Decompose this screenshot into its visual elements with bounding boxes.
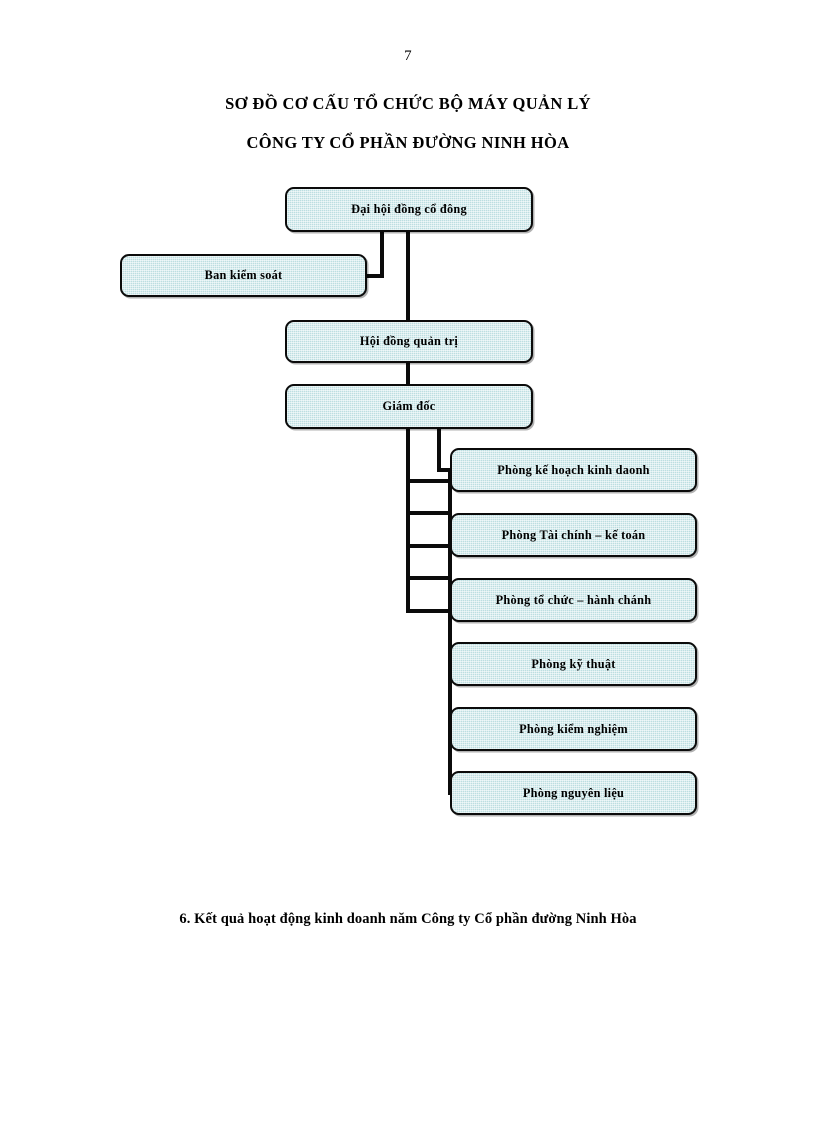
node-phong-to-chuc-hanh-chanh[interactable]: Phòng tổ chức – hành chánh <box>450 578 697 622</box>
node-ban-kiem-soat[interactable]: Ban kiểm soát <box>120 254 367 297</box>
node-label: Phòng nguyên liệu <box>522 785 625 800</box>
node-giam-doc[interactable]: Giám đốc <box>285 384 533 429</box>
node-label: Phòng Tài chính – kế toán <box>501 527 646 542</box>
node-phong-ke-hoach-kinh-daonh[interactable]: Phòng kế hoạch kinh daonh <box>450 448 697 492</box>
connector-vertical-to-ban-kiem-soat <box>380 230 384 278</box>
connector-giam-doc-trunk <box>406 427 410 613</box>
connector-rung-3 <box>406 544 452 548</box>
section-caption: 6. Kết quả hoạt động kinh doanh năm Công… <box>179 911 637 927</box>
node-label: Phòng kế hoạch kinh daonh <box>497 462 650 477</box>
node-label: Phòng tổ chức – hành chánh <box>495 592 652 607</box>
connector-giam-doc-branch-vertical <box>437 427 441 472</box>
document-title-line-2: CÔNG TY CỔ PHẦN ĐƯỜNG NINH HÒA <box>246 133 570 152</box>
connector-hdqt-to-giam-doc <box>406 361 410 386</box>
connector-rung-5 <box>406 609 452 613</box>
node-label: Đại hội đồng cổ đông <box>351 202 467 216</box>
node-phong-kiem-nghiem[interactable]: Phòng kiểm nghiệm <box>450 707 697 751</box>
node-phong-nguyen-lieu[interactable]: Phòng nguyên liệu <box>450 771 697 815</box>
page-number: 7 <box>404 48 412 64</box>
node-phong-tai-chinh-ke-toan[interactable]: Phòng Tài chính – kế toán <box>450 513 697 557</box>
connector-horizontal-to-ban-kiem-soat <box>365 274 384 278</box>
node-phong-ky-thuat[interactable]: Phòng kỹ thuật <box>450 642 697 686</box>
node-label: Phòng kiểm nghiệm <box>519 721 628 736</box>
node-label: Phòng kỹ thuật <box>531 656 616 671</box>
connector-department-spine <box>448 468 452 795</box>
node-hoi-dong-quan-tri[interactable]: Hội đồng quản trị <box>285 320 533 363</box>
connector-vertical-trunk-top <box>406 230 410 322</box>
document-title-line-1: SƠ ĐỒ CƠ CẤU TỔ CHỨC BỘ MÁY QUẢN LÝ <box>225 94 591 113</box>
node-dai-hoi-dong-co-dong[interactable]: Đại hội đồng cổ đông <box>285 187 533 232</box>
connector-rung-4 <box>406 576 452 580</box>
node-label: Giám đốc <box>382 399 436 413</box>
node-label: Ban kiểm soát <box>204 268 283 282</box>
connector-rung-2 <box>406 511 452 515</box>
connector-rung-1 <box>406 479 452 483</box>
node-label: Hội đồng quản trị <box>359 334 459 348</box>
